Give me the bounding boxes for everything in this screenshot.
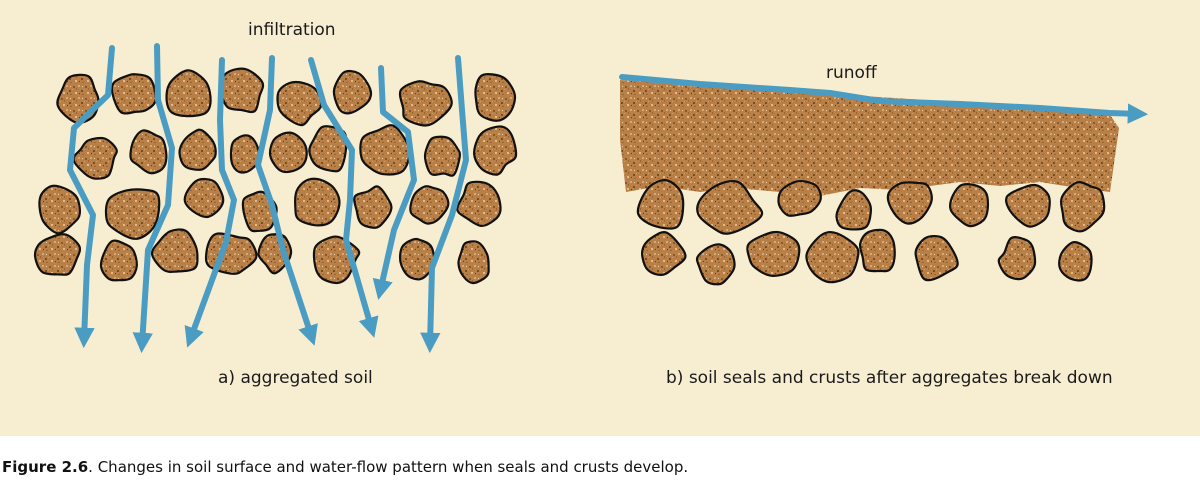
soil-aggregate <box>398 237 436 281</box>
infiltration-arrow <box>308 57 379 338</box>
soil-aggregate <box>1058 240 1093 282</box>
soil-aggregate <box>218 67 265 114</box>
soil-aggregate <box>110 73 157 115</box>
soil-aggregate <box>409 184 450 225</box>
soil-aggregate <box>997 236 1037 281</box>
panel-b-caption: b) soil seals and crusts after aggregate… <box>666 368 1113 388</box>
soil-aggregate <box>229 134 261 174</box>
soil-aggregate <box>805 230 860 284</box>
soil-aggregate <box>457 240 490 285</box>
soil-aggregate <box>56 73 100 125</box>
soil-aggregate <box>473 125 518 176</box>
soil-aggregate <box>858 228 896 273</box>
soil-diagram <box>33 43 1149 354</box>
soil-aggregate <box>178 128 217 171</box>
infiltration-arrow <box>67 45 115 349</box>
soil-aggregate <box>914 234 959 282</box>
soil-aggregate <box>641 230 687 277</box>
soil-aggregate <box>636 179 685 230</box>
soil-aggregate <box>359 124 411 176</box>
infiltration-label: infiltration <box>248 20 336 40</box>
soil-aggregate <box>38 184 82 235</box>
soil-aggregate <box>835 189 873 231</box>
soil-aggregates <box>636 179 1106 286</box>
soil-aggregate <box>696 180 764 235</box>
soil-aggregate <box>353 185 393 229</box>
soil-aggregate <box>332 69 373 115</box>
soil-aggregate <box>777 179 822 217</box>
soil-aggregate <box>72 136 118 180</box>
soil-aggregate <box>99 239 138 282</box>
soil-aggregate <box>949 183 990 228</box>
infiltration-arrow <box>372 65 417 300</box>
soil-aggregate <box>695 243 736 286</box>
soil-aggregate <box>886 181 933 225</box>
soil-aggregate <box>423 135 462 177</box>
figure-caption: Figure 2.6. Changes in soil surface and … <box>2 458 688 476</box>
infiltration-arrow <box>132 43 175 354</box>
soil-aggregate <box>33 233 82 276</box>
soil-aggregate <box>1060 181 1106 233</box>
panel-a-caption: a) aggregated soil <box>218 368 373 388</box>
soil-aggregate <box>1004 183 1051 228</box>
soil-aggregate <box>165 69 212 118</box>
soil-aggregate <box>474 73 517 122</box>
sealed-soil-panel <box>619 74 1149 286</box>
infiltration-arrow <box>420 55 469 354</box>
surface-seal-crust <box>620 80 1119 196</box>
figure-caption-text: . Changes in soil surface and water-flow… <box>88 458 689 476</box>
soil-aggregate <box>150 228 199 274</box>
infiltration-flow <box>67 43 469 354</box>
soil-aggregate <box>129 129 168 175</box>
soil-aggregate <box>276 81 323 127</box>
runoff-label: runoff <box>826 63 877 83</box>
soil-aggregate <box>746 230 801 277</box>
runoff-arrow <box>619 74 1149 124</box>
soil-aggregate <box>456 180 502 228</box>
infiltration-arrow <box>184 57 237 348</box>
figure-panel: infiltration runoff a) aggregated soil b… <box>0 0 1200 436</box>
infiltration-arrow <box>255 55 318 346</box>
aggregated-soil-panel <box>33 43 518 354</box>
soil-aggregate <box>104 188 161 240</box>
soil-aggregates <box>33 67 518 285</box>
soil-aggregate <box>398 80 453 127</box>
soil-aggregate <box>183 177 225 219</box>
figure-number: Figure 2.6 <box>2 458 89 476</box>
soil-aggregate <box>294 177 341 227</box>
soil-aggregate <box>268 131 308 174</box>
